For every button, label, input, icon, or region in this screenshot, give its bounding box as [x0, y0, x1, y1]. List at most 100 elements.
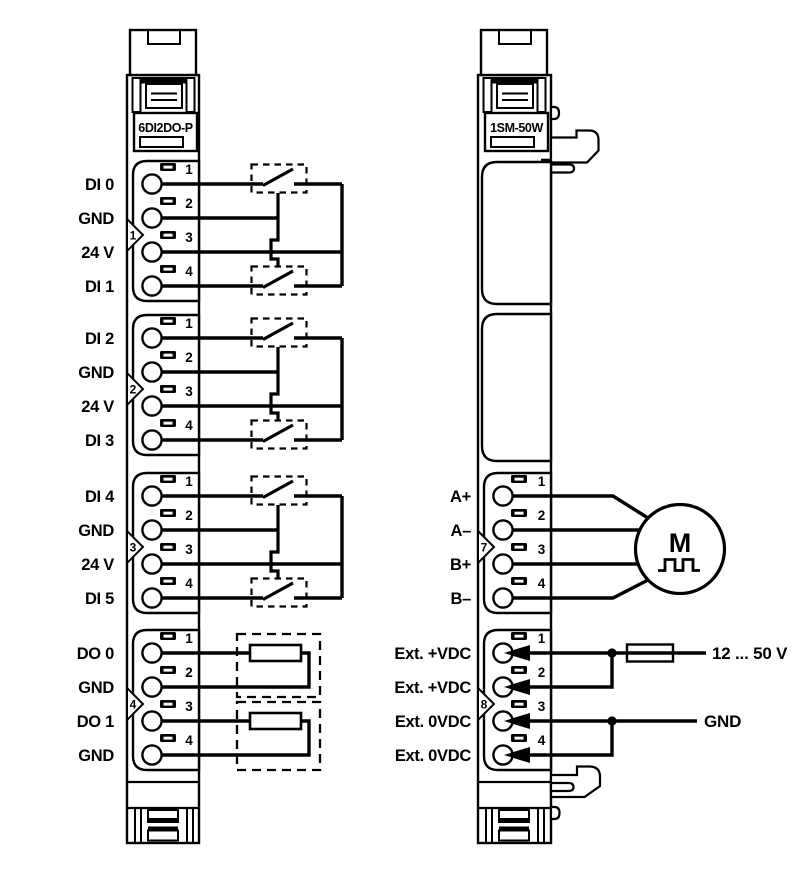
di5-switch-symbol [249, 576, 309, 609]
do0-load-resistor [248, 643, 303, 663]
group3-sensor-supply-line [269, 505, 280, 578]
terminal-number: 1 [185, 474, 193, 489]
group-1-number: 1 [130, 229, 137, 243]
terminal-number: 4 [538, 733, 546, 748]
terminal-number: 2 [185, 665, 193, 680]
right-terminal-numbers: 1 2 3 4 1 2 3 4 [538, 474, 546, 748]
left-terminal-labels: DI 0 GND 24 V DI 1 DI 2 GND 24 V DI 3 DI… [77, 176, 116, 765]
group-8-marker [477, 685, 496, 723]
hook-seam-mark [541, 158, 551, 163]
terminal-label: Ext. +VDC [394, 679, 471, 697]
arrow-tip-1 [504, 646, 526, 660]
left-module-name: 6DI2DO-P [138, 121, 193, 135]
ground-junction-dot [607, 716, 617, 726]
side-bump-bottom [549, 805, 561, 821]
motor-symbol: M [633, 502, 727, 596]
b-minus-wire [503, 578, 649, 600]
right-terminal-labels: A+ A– B+ B– Ext. +VDC Ext. +VDC Ext. 0VD… [394, 488, 471, 765]
terminal-number: 2 [185, 196, 193, 211]
terminal-number: 2 [185, 508, 193, 523]
supply-range-label: 12 ... 50 V [712, 644, 788, 663]
terminal-number: 1 [538, 631, 546, 646]
terminal-label: 24 V [81, 556, 114, 574]
a-plus-wire [503, 494, 649, 520]
terminal-number: 1 [185, 631, 193, 646]
release-hook-top-tab [549, 163, 576, 174]
terminal-label: GND [78, 679, 114, 697]
group-8-number: 8 [481, 698, 488, 712]
terminal-label: DO 0 [77, 645, 114, 663]
terminal-number: 3 [185, 542, 193, 557]
terminal-number: 4 [185, 418, 193, 433]
release-hook-bottom [549, 765, 602, 799]
terminal-label: GND [78, 747, 114, 765]
terminal-number: 2 [538, 665, 546, 680]
group-3-marker [126, 528, 145, 566]
arrow-tips-overlay [504, 646, 526, 762]
ground-label: GND [704, 712, 741, 731]
group-2-marker [126, 370, 145, 408]
ext-0vdc2-wire [530, 721, 614, 757]
do1-load-resistor [248, 711, 303, 731]
terminal-label: DI 2 [85, 330, 114, 348]
terminal-label: DI 5 [85, 590, 114, 608]
arrow-tip-3 [504, 714, 526, 728]
terminal-number: 1 [185, 316, 193, 331]
terminal-label: 24 V [81, 398, 114, 416]
terminal-label: DI 0 [85, 176, 114, 194]
left-terminal-numbers: 1 2 3 4 1 2 3 4 1 2 3 4 1 2 3 4 [185, 162, 193, 748]
release-hook-top [549, 129, 600, 164]
group-1-marker [126, 216, 145, 254]
terminal-label: GND [78, 210, 114, 228]
terminal-number: 4 [185, 733, 193, 748]
terminal-label: B+ [450, 556, 471, 574]
do1-return-wire [152, 719, 311, 757]
group1-sensor-supply-line [269, 193, 280, 266]
do0-load-enclosure [235, 632, 322, 699]
terminal-label: 24 V [81, 244, 114, 262]
terminal-number: 1 [538, 474, 546, 489]
terminal-number: 4 [185, 576, 193, 591]
di1-switch-symbol [249, 264, 309, 297]
terminal-number: 2 [538, 508, 546, 523]
output-load-symbols [235, 632, 322, 772]
group-7-number: 7 [481, 541, 488, 555]
group-7-marker [477, 528, 496, 566]
right-group-markers: 7 8 [477, 528, 496, 723]
terminal-label: DI 3 [85, 432, 114, 450]
terminal-label: A– [451, 522, 472, 540]
right-front-panels [480, 160, 553, 463]
side-bump-top [549, 105, 561, 121]
di2-switch-symbol [249, 316, 309, 349]
left-wiring [152, 182, 344, 757]
terminal-number: 3 [538, 542, 546, 557]
terminal-number: 3 [538, 699, 546, 714]
right-module-side-details [541, 105, 602, 821]
terminal-number: 3 [185, 699, 193, 714]
di3-switch-symbol [249, 418, 309, 451]
terminal-number: 3 [185, 384, 193, 399]
front-panel-1 [480, 160, 553, 306]
group-4-marker [126, 685, 145, 723]
right-module-name: 1SM-50W [490, 121, 543, 135]
terminal-number: 1 [185, 162, 193, 177]
terminal-label: Ext. +VDC [394, 645, 471, 663]
terminal-number: 4 [538, 576, 546, 591]
terminal-label: B– [451, 590, 472, 608]
release-hook-bottom-tab [549, 781, 575, 793]
pulse-wave-icon [658, 558, 700, 572]
terminal-label: Ext. 0VDC [395, 713, 472, 731]
motor-circle [633, 502, 727, 596]
group-4-number: 4 [130, 698, 137, 712]
front-panel-2 [480, 312, 553, 463]
di4-switch-symbol [249, 474, 309, 507]
supply-junction-dot [607, 648, 617, 658]
group-2-number: 2 [130, 383, 137, 397]
motor-letter: M [669, 528, 692, 558]
ext-vdc2-wire [530, 653, 614, 689]
terminal-label: DO 1 [77, 713, 114, 731]
arrow-tip-2 [504, 680, 526, 694]
terminal-label: Ext. 0VDC [395, 747, 472, 765]
